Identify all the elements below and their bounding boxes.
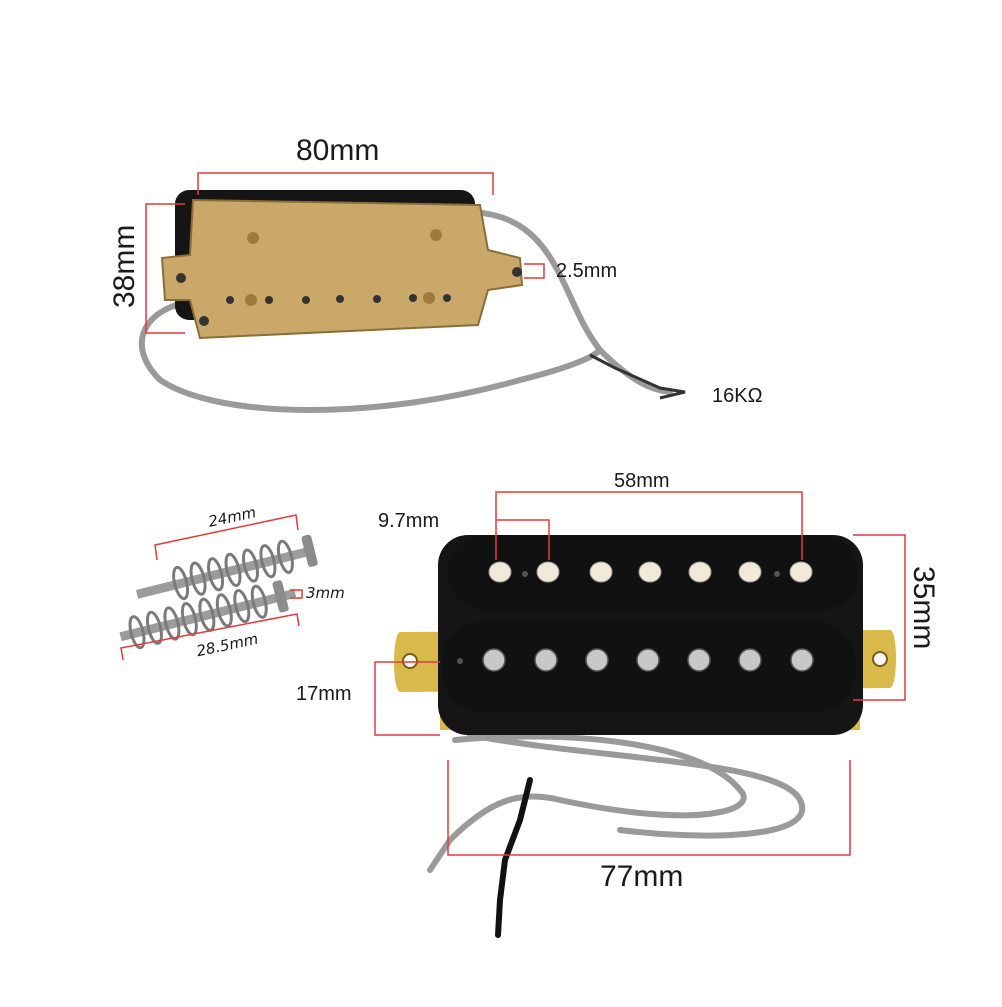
top-pickup-mount-hole <box>512 267 522 277</box>
spring-screw-lower <box>119 580 297 650</box>
top-pickup-screw <box>423 292 435 304</box>
screw-pole <box>534 648 558 672</box>
screw-pole <box>790 648 814 672</box>
top-pickup-baseplate <box>160 198 524 340</box>
bobbin-dot <box>457 658 463 664</box>
top-width-label: 80mm <box>296 134 380 167</box>
top-pickup-mount-hole <box>176 273 186 283</box>
bottom-wire-black <box>495 777 533 938</box>
dimline-58mm <box>495 491 803 560</box>
bobbin-dot <box>522 571 528 577</box>
bottom-height-label: 35mm <box>907 566 940 650</box>
bobbin-dot <box>774 571 780 577</box>
top-pickup-hole <box>265 296 273 304</box>
slug-pole <box>789 561 813 583</box>
screw-pole <box>636 648 660 672</box>
top-pickup-wire <box>467 209 673 395</box>
bottom-pickup <box>374 491 906 938</box>
top-pickup-wire-loop <box>138 297 603 413</box>
slug-pole <box>688 561 712 583</box>
spring-screw-upper <box>135 534 318 601</box>
dimline-17mm <box>374 661 440 736</box>
dimline-9.7mm <box>496 519 550 560</box>
top-hole-label: 2.5mm <box>556 260 618 282</box>
screw-pole <box>585 648 609 672</box>
mount-hole-left <box>402 653 418 669</box>
dimline-3mm <box>290 589 303 599</box>
bottom-wire-1 <box>427 733 747 873</box>
top-pickup-hole <box>409 294 417 302</box>
dimline-77mm <box>447 760 851 856</box>
dimline-80mm <box>197 172 494 195</box>
slug-pole <box>738 561 762 583</box>
slug-pole <box>638 561 662 583</box>
top-height-label: 38mm <box>108 224 141 308</box>
top-pickup-wire-end <box>589 353 686 400</box>
dimline-35mm <box>853 534 906 701</box>
screw-pole <box>482 648 506 672</box>
bottom-width-label: 77mm <box>600 860 684 893</box>
top-pickup-hole <box>226 296 234 304</box>
springs-group <box>119 514 318 661</box>
bottom-wire-2 <box>467 732 806 839</box>
dimline-24mm <box>154 514 299 561</box>
slug-pole <box>536 561 560 583</box>
spring-diameter-label: 3mm <box>306 584 345 602</box>
top-pickup-hole <box>302 296 310 304</box>
top-pickup-hole <box>373 295 381 303</box>
top-pickup-screw <box>245 294 257 306</box>
dimline-38mm <box>145 203 185 334</box>
top-pickup-hole <box>443 294 451 302</box>
dimline-2.5mm <box>524 263 545 279</box>
screw-pole <box>687 648 711 672</box>
top-pickup-hole <box>336 295 344 303</box>
bottom-depth-label: 17mm <box>296 683 352 705</box>
pole-spacing-label: 9.7mm <box>378 510 440 532</box>
pole-span-label: 58mm <box>614 470 670 492</box>
top-pickup-screw <box>247 232 259 244</box>
slug-pole <box>488 561 512 583</box>
top-resistance-label: 16KΩ <box>712 385 763 407</box>
mount-hole-right <box>872 651 888 667</box>
top-pickup-hole <box>199 316 209 326</box>
screw-pole <box>738 648 762 672</box>
top-pickup <box>138 172 686 413</box>
slug-pole <box>589 561 613 583</box>
dimline-28.5mm <box>120 613 300 661</box>
top-pickup-screw <box>430 229 442 241</box>
